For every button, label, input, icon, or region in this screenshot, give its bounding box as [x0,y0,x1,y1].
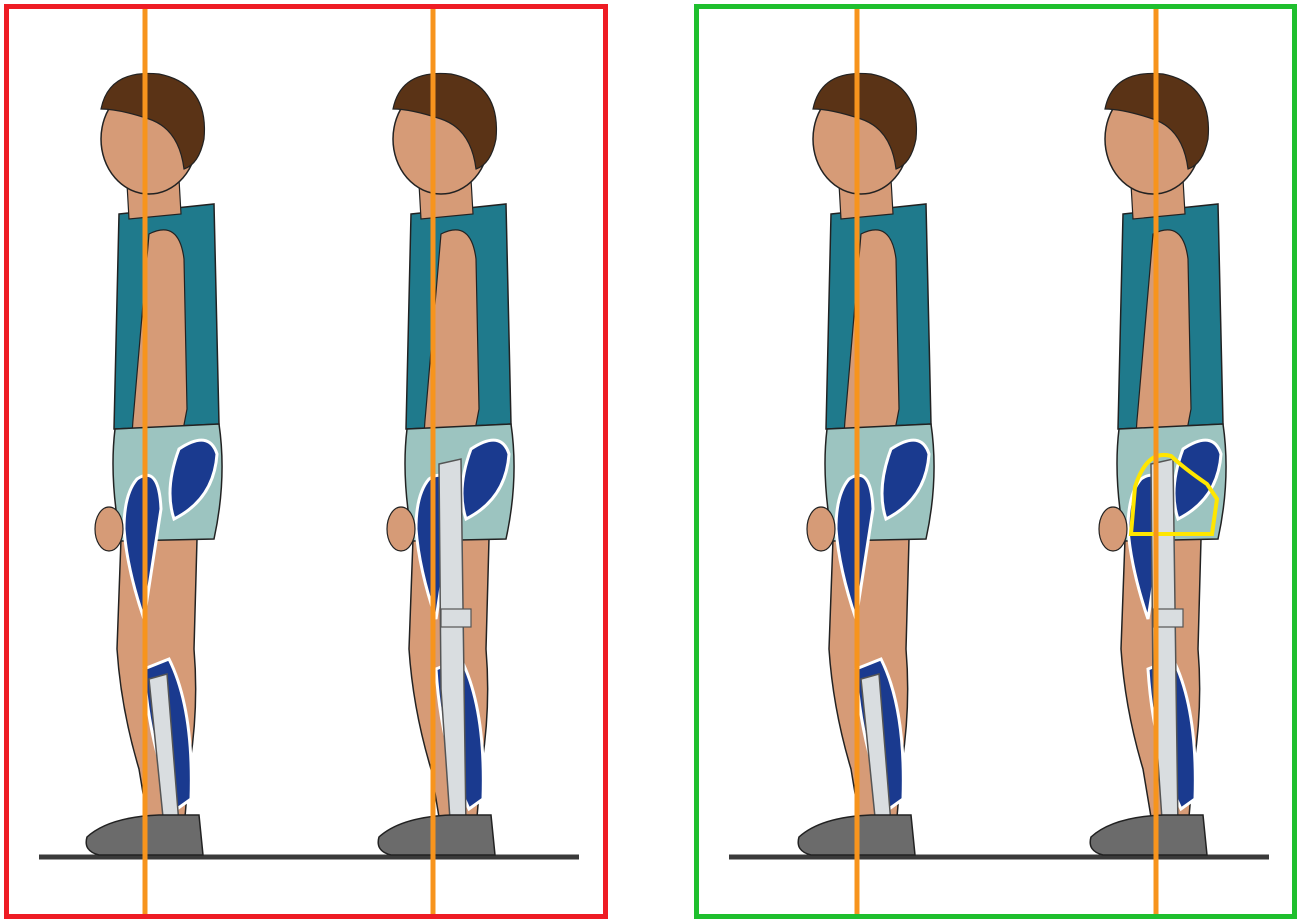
incorrect-alignment-panel [4,4,608,919]
incorrect-alignment-illustration [9,9,603,914]
orthosis-figure [378,73,514,855]
correct-alignment-panel [694,4,1297,919]
standing-figure [798,73,934,855]
correct-alignment-illustration [699,9,1292,914]
standing-figure [86,73,222,855]
